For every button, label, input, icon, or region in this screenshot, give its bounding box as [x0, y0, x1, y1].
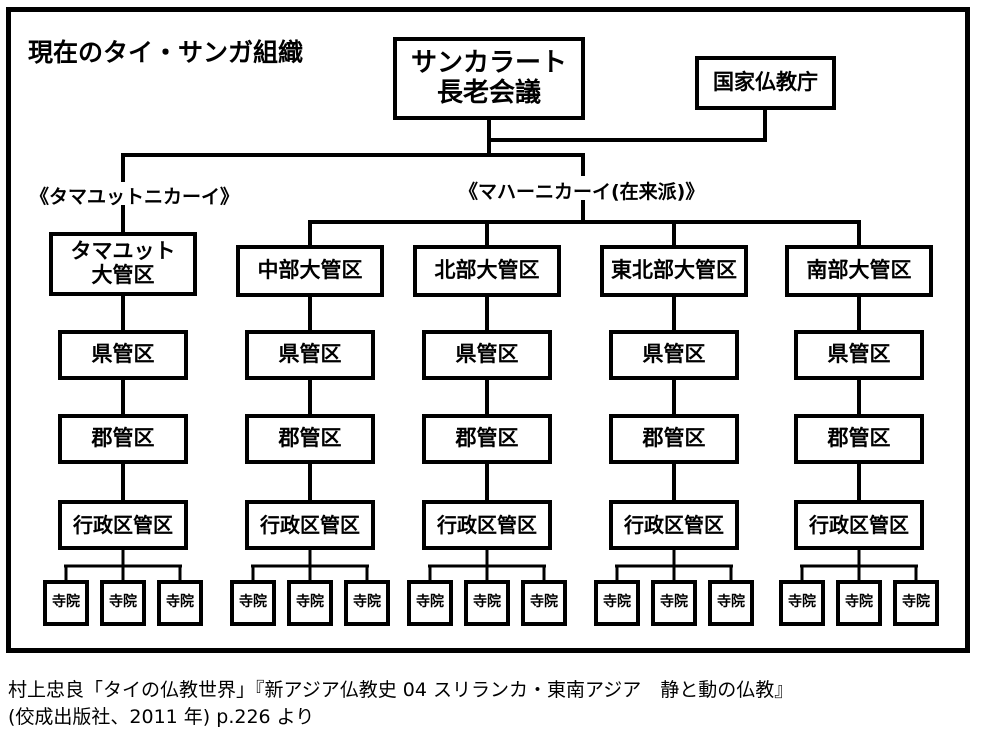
national-buddhism-office-box: 国家仏教庁: [695, 56, 836, 110]
thammayut-sect-label: 《タマユットニカーイ》: [30, 186, 240, 208]
temple-box: 寺院: [287, 580, 333, 626]
temple-box: 寺院: [708, 580, 754, 626]
prefecture-box: 県管区: [794, 330, 924, 380]
mahanikai-sect-label: 《マハーニカーイ(在来派)》: [459, 181, 705, 203]
district-box: 郡管区: [58, 414, 188, 464]
admin-district-box: 行政区管区: [58, 500, 188, 550]
admin-district-box: 行政区管区: [609, 500, 739, 550]
temple-box: 寺院: [464, 580, 510, 626]
district-box: 郡管区: [245, 414, 375, 464]
region-box: 東北部大管区: [600, 245, 748, 297]
prefecture-box: 県管区: [422, 330, 552, 380]
sangha-council-box: サンカラート 長老会議: [393, 37, 585, 120]
temple-box: 寺院: [836, 580, 882, 626]
temple-box: 寺院: [230, 580, 276, 626]
citation-line-1: 村上忠良「タイの仏教世界」『新アジア仏教史 04 スリランカ・東南アジア 静と動…: [8, 679, 794, 701]
temple-box: 寺院: [521, 580, 567, 626]
district-box: 郡管区: [609, 414, 739, 464]
admin-district-box: 行政区管区: [245, 500, 375, 550]
temple-box: 寺院: [893, 580, 939, 626]
admin-district-box: 行政区管区: [794, 500, 924, 550]
temple-box: 寺院: [594, 580, 640, 626]
diagram-title: 現在のタイ・サンガ組織: [28, 38, 304, 67]
temple-box: 寺院: [344, 580, 390, 626]
district-box: 郡管区: [422, 414, 552, 464]
district-box: 郡管区: [794, 414, 924, 464]
diagram-frame: [6, 7, 970, 653]
temple-box: 寺院: [651, 580, 697, 626]
temple-box: 寺院: [43, 580, 89, 626]
prefecture-box: 県管区: [58, 330, 188, 380]
temple-box: 寺院: [157, 580, 203, 626]
prefecture-box: 県管区: [245, 330, 375, 380]
region-box: 北部大管区: [413, 245, 561, 297]
temple-box: 寺院: [779, 580, 825, 626]
region-box: 中部大管区: [236, 245, 384, 297]
citation-line-2: (佼成出版社、2011 年) p.226 より: [8, 706, 315, 728]
admin-district-box: 行政区管区: [422, 500, 552, 550]
temple-box: 寺院: [100, 580, 146, 626]
prefecture-box: 県管区: [609, 330, 739, 380]
temple-box: 寺院: [407, 580, 453, 626]
region-box: タマユット 大管区: [49, 232, 197, 296]
region-box: 南部大管区: [785, 245, 933, 297]
